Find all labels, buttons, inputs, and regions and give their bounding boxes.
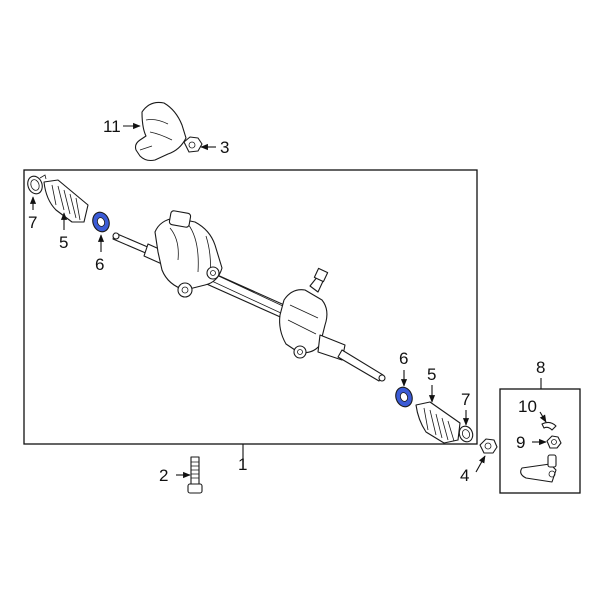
boot-part-5-right[interactable] xyxy=(415,401,461,444)
clamp-part-7-left[interactable] xyxy=(25,174,47,196)
callout-2: 2 xyxy=(159,466,168,485)
callout-6-left: 6 xyxy=(95,255,104,274)
steering-gear-frame xyxy=(23,169,478,445)
heat-shield-part[interactable] xyxy=(134,101,187,162)
tie-rod-end-frame xyxy=(499,388,581,494)
callout-4: 4 xyxy=(460,466,469,485)
callout-8: 8 xyxy=(536,358,545,377)
callout-11: 11 xyxy=(103,117,121,136)
steering-rack-assembly[interactable] xyxy=(112,210,386,382)
leader-10 xyxy=(539,411,547,423)
callout-5-right: 5 xyxy=(427,365,436,384)
callout-1: 1 xyxy=(238,455,247,474)
seal-part-6-right[interactable] xyxy=(393,385,415,409)
callout-9: 9 xyxy=(516,433,525,452)
callout-7-right: 7 xyxy=(461,390,470,409)
bolt-part-2[interactable] xyxy=(187,456,203,494)
callout-6-right: 6 xyxy=(399,349,408,368)
callout-5-left: 5 xyxy=(59,233,68,252)
callout-3: 3 xyxy=(220,138,229,157)
tie-rod-end-part[interactable] xyxy=(520,454,557,483)
callout-10: 10 xyxy=(518,397,537,416)
seal-part-6-left[interactable] xyxy=(90,210,112,234)
leader-4 xyxy=(475,455,486,473)
callout-7-left: 7 xyxy=(28,213,37,232)
nut-part-4[interactable] xyxy=(479,438,498,454)
boot-part-5-left[interactable] xyxy=(43,179,89,223)
nut-part-9[interactable] xyxy=(546,435,562,449)
cotter-pin-part-10[interactable] xyxy=(541,421,557,431)
clamp-part-7-right[interactable] xyxy=(457,424,475,443)
nut-part-3[interactable] xyxy=(183,136,203,153)
